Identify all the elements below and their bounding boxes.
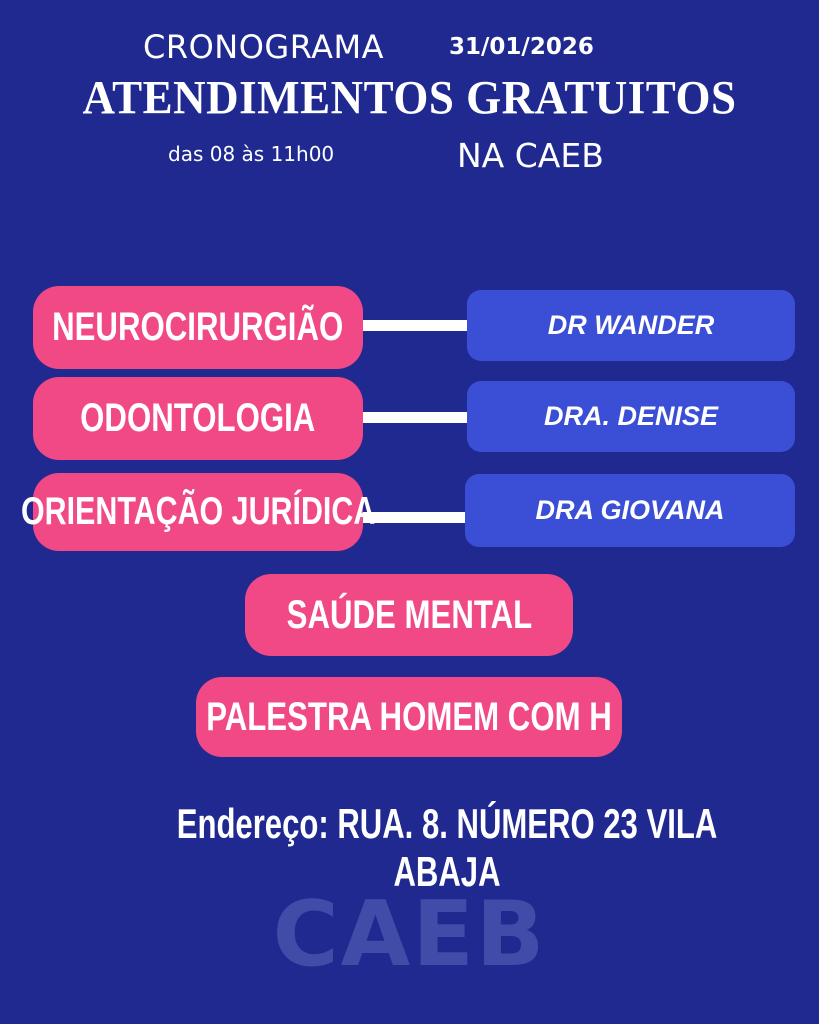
service-label: NEUROCIRURGIÃO xyxy=(52,305,344,349)
hours: das 08 às 11h00 xyxy=(168,142,335,166)
service-label: SAÚDE MENTAL xyxy=(286,592,532,637)
connector-line xyxy=(363,512,467,523)
service-pill-saude-mental: SAÚDE MENTAL xyxy=(245,574,573,656)
location: NA CAEB xyxy=(457,136,604,175)
service-label: PALESTRA HOMEM COM H xyxy=(206,694,612,739)
service-pill-orientacao-juridica: ORIENTAÇÃO JURÍDICA xyxy=(21,473,375,551)
professional-box: DRA GIOVANA xyxy=(465,474,795,547)
address-text: Endereço: RUA. 8. NÚMERO 23 VILA ABAJA xyxy=(176,800,718,895)
connector-line xyxy=(363,320,467,331)
service-pill-palestra: PALESTRA HOMEM COM H xyxy=(196,677,622,757)
service-label: ORIENTAÇÃO JURÍDICA xyxy=(20,490,376,533)
professional-box: DRA. DENISE xyxy=(467,381,795,452)
headline: ATENDIMENTOS GRATUITOS xyxy=(82,71,737,125)
schedule-label: CRONOGRAMA xyxy=(143,28,385,66)
address: Endereço: RUA. 8. NÚMERO 23 VILA ABAJA xyxy=(0,800,819,896)
service-pill-neurocirurgiao: NEUROCIRURGIÃO xyxy=(33,286,363,369)
professional-label: DRA GIOVANA xyxy=(535,495,725,525)
professional-label: DR WANDER xyxy=(547,310,715,340)
event-date: 31/01/2026 xyxy=(449,34,594,60)
professional-label: DRA. DENISE xyxy=(543,401,719,431)
service-pill-odontologia: ODONTOLOGIA xyxy=(33,377,363,460)
connector-line xyxy=(363,412,467,423)
watermark-logo: CAEB xyxy=(272,882,547,987)
professional-box: DR WANDER xyxy=(467,290,795,361)
service-label: ODONTOLOGIA xyxy=(80,396,316,440)
